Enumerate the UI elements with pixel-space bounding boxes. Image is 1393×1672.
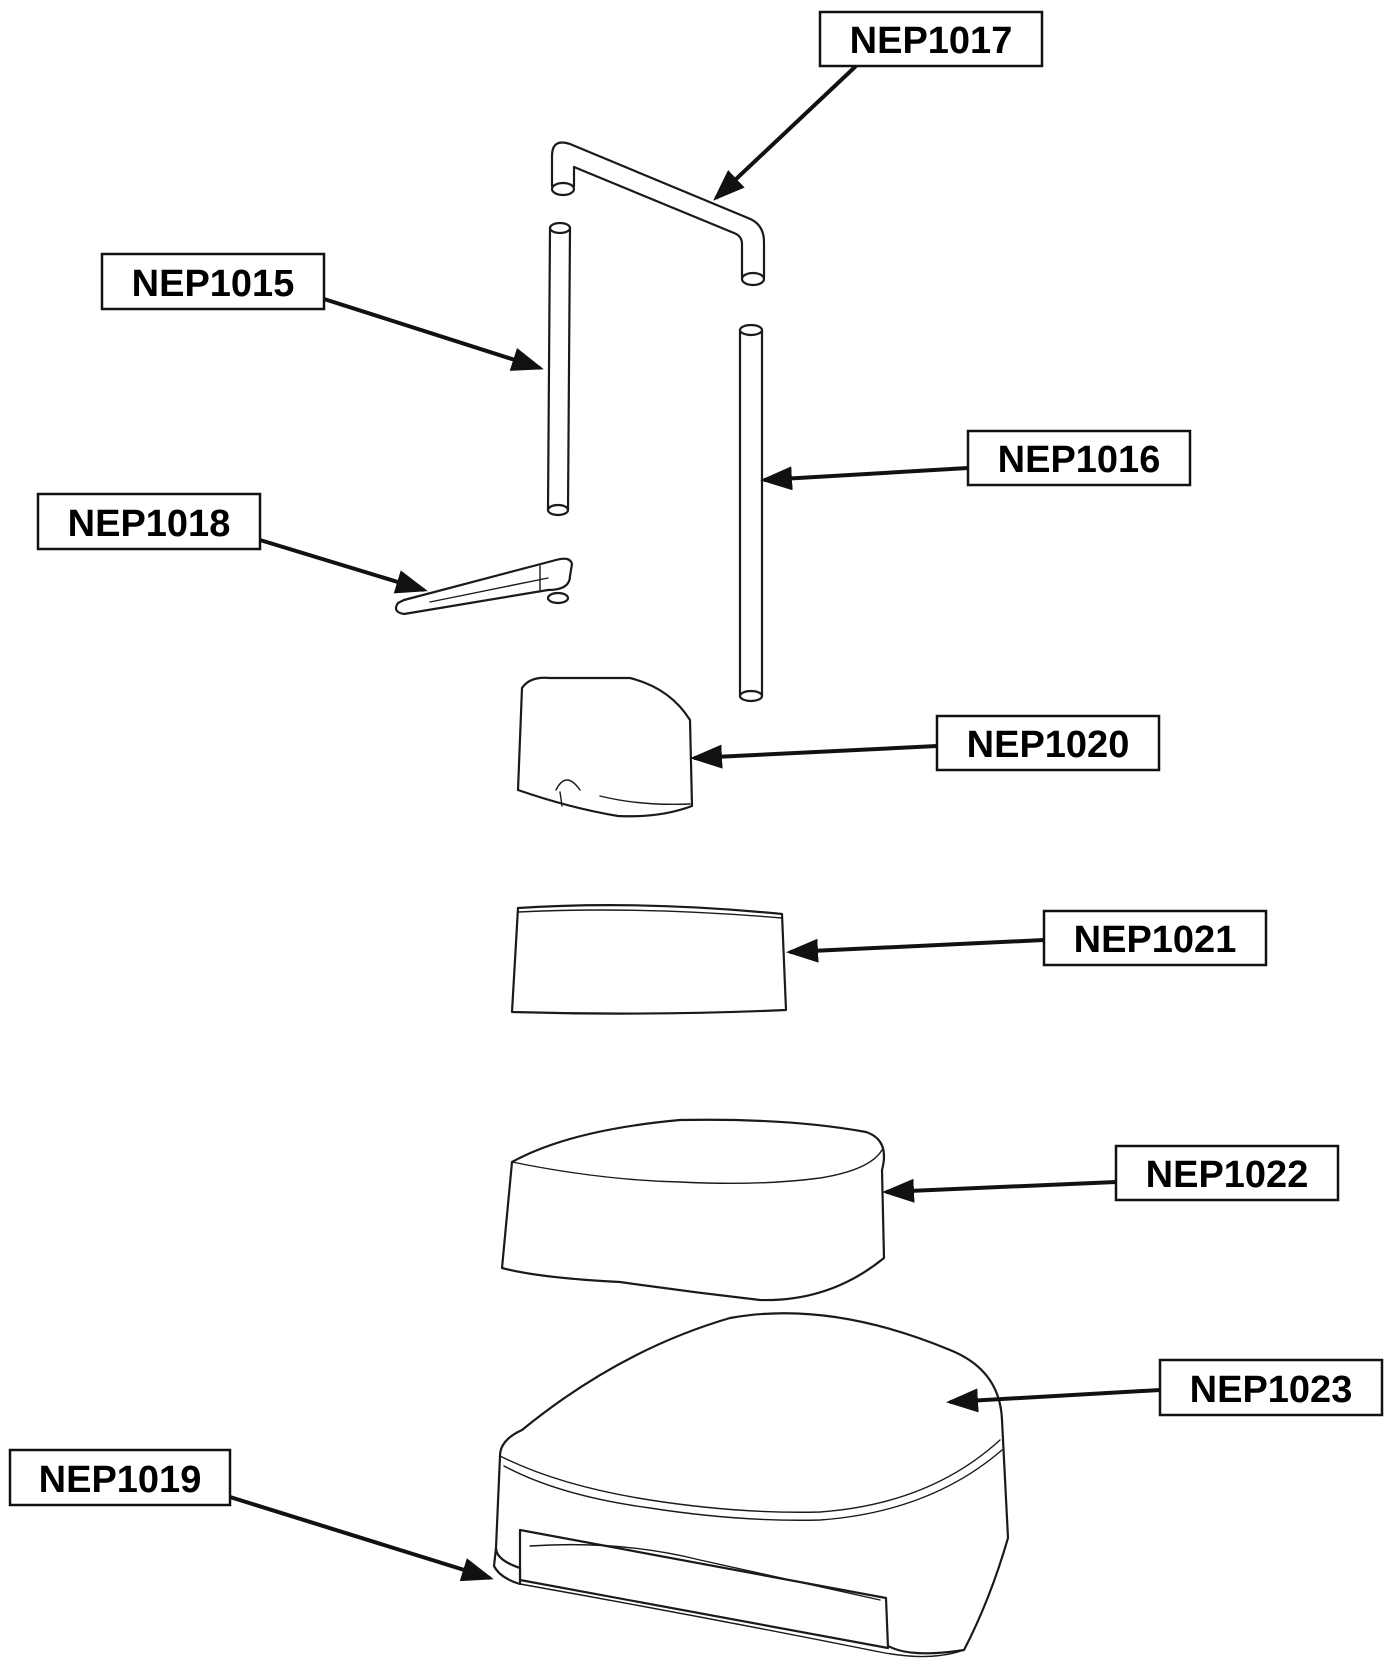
label-nep1020-text: NEP1020	[967, 724, 1130, 766]
label-nep1016: NEP1016	[966, 429, 1192, 487]
leader-nep1015	[323, 297, 544, 371]
part-nep1018-lever	[394, 557, 574, 616]
leader-nep1022	[882, 1178, 1117, 1203]
part-nep1019-base-pan	[492, 1546, 965, 1658]
label-nep1015: NEP1015	[100, 252, 326, 311]
part-nep1015-left-tube	[546, 221, 572, 517]
label-nep1018: NEP1018	[36, 492, 262, 551]
leader-nep1021	[786, 938, 1045, 963]
label-nep1022: NEP1022	[1114, 1144, 1340, 1202]
label-nep1022-text: NEP1022	[1146, 1154, 1309, 1196]
part-nep1016-right-tube	[738, 323, 764, 703]
label-nep1021: NEP1021	[1042, 909, 1268, 967]
leader-nep1020	[690, 744, 938, 769]
label-nep1015-text: NEP1015	[132, 263, 295, 305]
label-nep1019: NEP1019	[8, 1448, 232, 1507]
part-nep1023-base-cover	[494, 1312, 1010, 1655]
part-nep1020-upper-shroud	[516, 676, 694, 818]
label-nep1018-text: NEP1018	[68, 503, 231, 545]
part-nep1022-lower-cover	[500, 1118, 886, 1302]
part-nep1017-bent-tube	[550, 141, 766, 287]
label-nep1023: NEP1023	[1158, 1358, 1384, 1417]
label-nep1017-text: NEP1017	[850, 20, 1013, 62]
leader-nep1017	[713, 64, 858, 201]
label-nep1021-text: NEP1021	[1074, 919, 1237, 961]
leader-nep1023	[946, 1388, 1161, 1413]
label-nep1017: NEP1017	[818, 10, 1044, 68]
leader-nep1018	[259, 538, 428, 594]
leader-nep1016	[760, 466, 969, 491]
label-nep1020: NEP1020	[935, 714, 1161, 772]
label-nep1023-text: NEP1023	[1190, 1369, 1353, 1411]
label-nep1016-text: NEP1016	[998, 439, 1161, 481]
label-nep1019-text: NEP1019	[39, 1459, 202, 1501]
part-nep1021-middle-band	[510, 903, 788, 1015]
leader-nep1019	[229, 1495, 494, 1582]
